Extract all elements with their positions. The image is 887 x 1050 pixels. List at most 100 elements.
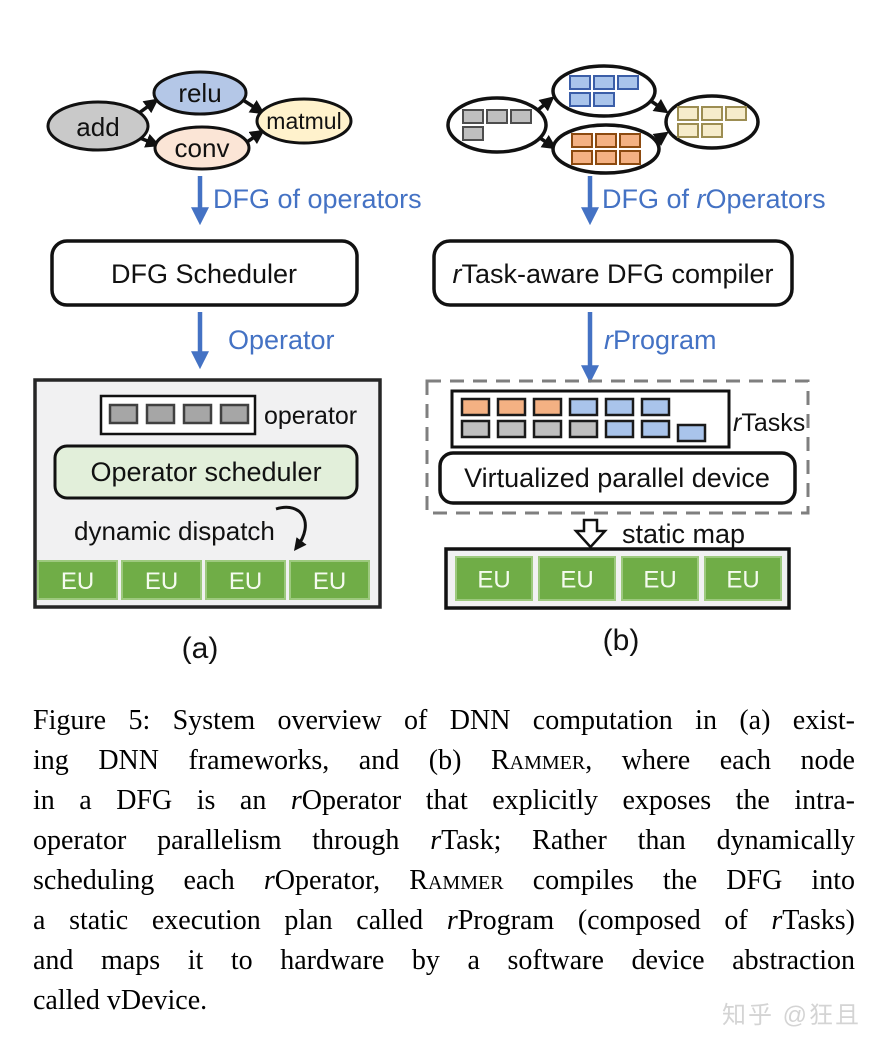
edge-blue-yellow — [650, 98, 669, 114]
blue-rop-node-tile — [593, 92, 615, 107]
blue-rop-node — [551, 64, 657, 118]
caption-line: Figure 5: System overview of DNN computa… — [33, 705, 855, 736]
panel-b: rTasks Virtualized parallel device stati… — [425, 379, 810, 610]
rtask-tile — [568, 397, 599, 417]
eu-unit-box — [621, 556, 699, 601]
blue-rop-node-tile — [617, 75, 639, 90]
rtask-tile — [460, 419, 491, 439]
eu-unit-label: EU — [560, 567, 593, 594]
node-add-label: add — [76, 112, 119, 142]
eu-unit-label: EU — [477, 567, 510, 594]
operator-tile — [219, 403, 250, 425]
gray-rop-node-tile — [510, 109, 532, 124]
node-matmul-label: matmul — [266, 108, 341, 134]
dfg-operators-arrow-label: DFG of operators — [213, 184, 422, 214]
figure-caption: Figure 5: System overview of DNN computa… — [33, 701, 855, 1021]
static-map-arrow-icon — [573, 518, 608, 549]
eu-unit-label: EU — [229, 568, 262, 595]
caption-line: ing DNN frameworks, and (b) Rammer, wher… — [33, 745, 855, 776]
eu-unit-box — [455, 556, 533, 601]
rtask-tile — [604, 419, 635, 439]
rtask-tile — [532, 397, 563, 417]
edge-gray-blue — [536, 96, 555, 112]
orange-rop-node-tile — [619, 133, 641, 148]
operator-tile — [108, 403, 139, 425]
operator-tiles — [108, 403, 250, 425]
panel-a-tag: (a) — [182, 632, 219, 665]
caption-line: in a DFG is an rOperator that explicitly… — [33, 785, 855, 816]
orange-rop-node-tile — [571, 150, 593, 165]
orange-rop-node-tile — [595, 150, 617, 165]
rtask-tile — [604, 397, 635, 417]
gray-rop-node-tile — [462, 109, 484, 124]
eu-row-a: EU EU EU EU — [37, 560, 370, 600]
yellow-rop-node — [664, 94, 760, 150]
yellow-rop-node-tile — [677, 123, 699, 138]
eu-unit-label: EU — [145, 568, 178, 595]
vdevice-label: Virtualized parallel device — [464, 463, 770, 493]
eu-unit-label: EU — [61, 568, 94, 595]
operator-tile — [145, 403, 176, 425]
rtask-compiler-label: rTask-aware DFG compiler — [452, 259, 773, 289]
rtasks-tiles — [460, 397, 707, 443]
dynamic-dispatch-label: dynamic dispatch — [74, 516, 275, 546]
dfg-roperators-arrow-label: DFG of rOperators — [602, 184, 826, 214]
rtask-tile — [568, 419, 599, 439]
gray-rop-node-tile — [486, 109, 508, 124]
rtask-tile — [676, 423, 707, 443]
vdevice-box — [438, 451, 797, 505]
dynamic-dispatch-curved-arrow-icon — [275, 505, 307, 552]
orange-rop-node-tile — [595, 133, 617, 148]
node-relu — [152, 70, 248, 116]
dfg-scheduler-box — [50, 239, 359, 307]
eu-row-b: EU EU EU EU — [455, 556, 782, 601]
panel-b-tag: (b) — [603, 624, 640, 657]
yellow-rop-node-tile — [701, 106, 723, 121]
eu-unit-box — [205, 560, 286, 600]
caption-line: scheduling each rOperator, Rammer compil… — [33, 865, 855, 896]
operator-scheduler-box — [53, 444, 359, 500]
node-relu-label: relu — [178, 78, 221, 108]
orange-rop-node — [551, 123, 661, 175]
operator-arrow-label: Operator — [228, 325, 335, 355]
eu-unit-box — [704, 556, 782, 601]
rtask-tile — [460, 397, 491, 417]
operator-queue-label: operator — [264, 402, 357, 430]
figure-diagram: add relu conv matmul DFG of operators DF… — [33, 64, 826, 665]
rtask-tile — [532, 419, 563, 439]
rprogram-arrow-label: rProgram — [604, 325, 717, 355]
static-map-label: static map — [622, 519, 745, 549]
right-dfg-nodes — [446, 64, 760, 175]
eu-unit-box — [289, 560, 370, 600]
rtask-tile — [496, 397, 527, 417]
eu-unit-label: EU — [643, 567, 676, 594]
yellow-rop-node-tile — [677, 106, 699, 121]
gray-rop-node — [446, 96, 548, 154]
eu-unit-box — [121, 560, 202, 600]
eu-unit-box — [538, 556, 616, 601]
dfg-scheduler-label: DFG Scheduler — [111, 259, 297, 289]
node-matmul — [255, 97, 353, 145]
watermark: 知乎 @狂且 — [721, 1002, 861, 1029]
eu-unit-label: EU — [313, 568, 346, 595]
eu-unit-box — [37, 560, 118, 600]
panel-b-dashed-frame — [425, 379, 810, 515]
rtask-compiler-box — [432, 239, 794, 307]
eu-unit-label: EU — [726, 567, 759, 594]
orange-rop-node-tile — [619, 150, 641, 165]
caption-line: and maps it to hardware by a software de… — [33, 945, 855, 976]
panel-a: operator Operator scheduler dynamic disp… — [33, 378, 382, 609]
gray-rop-node-tile — [462, 126, 484, 141]
operator-tile — [182, 403, 213, 425]
edge-conv-matmul — [246, 129, 265, 145]
blue-rop-node-tile — [593, 75, 615, 90]
yellow-rop-node-tile — [701, 123, 723, 138]
node-add — [46, 100, 150, 152]
edge-relu-matmul — [242, 98, 265, 115]
orange-rop-node-tile — [571, 133, 593, 148]
rtask-tile — [640, 419, 671, 439]
blue-rop-node-tile — [569, 92, 591, 107]
operator-scheduler-label: Operator scheduler — [90, 457, 321, 487]
right-dfg — [446, 64, 760, 175]
